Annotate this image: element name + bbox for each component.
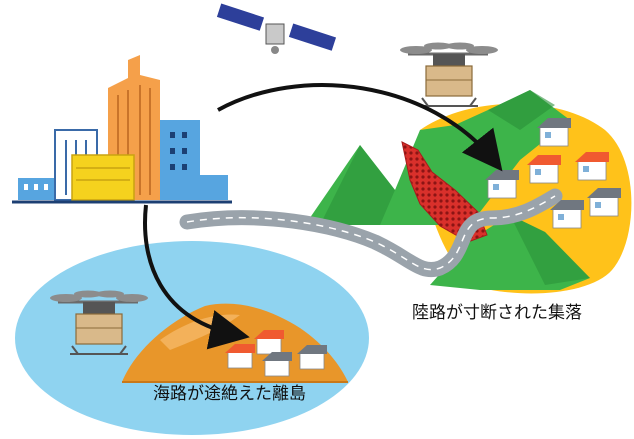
landslide bbox=[401, 141, 488, 243]
remote-island-label: 海路が途絶えた離島 bbox=[153, 384, 306, 404]
arrow-icon bbox=[143, 204, 250, 350]
satellite-icon bbox=[216, 3, 337, 54]
house-icon bbox=[297, 345, 327, 370]
house-icon bbox=[527, 155, 561, 184]
drone-icon bbox=[50, 290, 148, 355]
mountains bbox=[305, 90, 590, 290]
road bbox=[179, 188, 563, 277]
isolated-village-label: 陸路が寸断された集落 bbox=[412, 303, 582, 323]
village-houses bbox=[485, 118, 621, 229]
house-icon bbox=[262, 352, 292, 377]
island-houses bbox=[225, 330, 327, 377]
house-icon bbox=[575, 152, 609, 181]
house-icon bbox=[537, 118, 571, 147]
city-buildings-icon bbox=[12, 55, 232, 204]
drone-icon bbox=[400, 42, 498, 107]
house-icon bbox=[587, 188, 621, 217]
house-icon bbox=[485, 170, 519, 199]
arrow-icon bbox=[217, 83, 503, 172]
house-icon bbox=[254, 330, 284, 355]
house-icon bbox=[550, 200, 584, 229]
